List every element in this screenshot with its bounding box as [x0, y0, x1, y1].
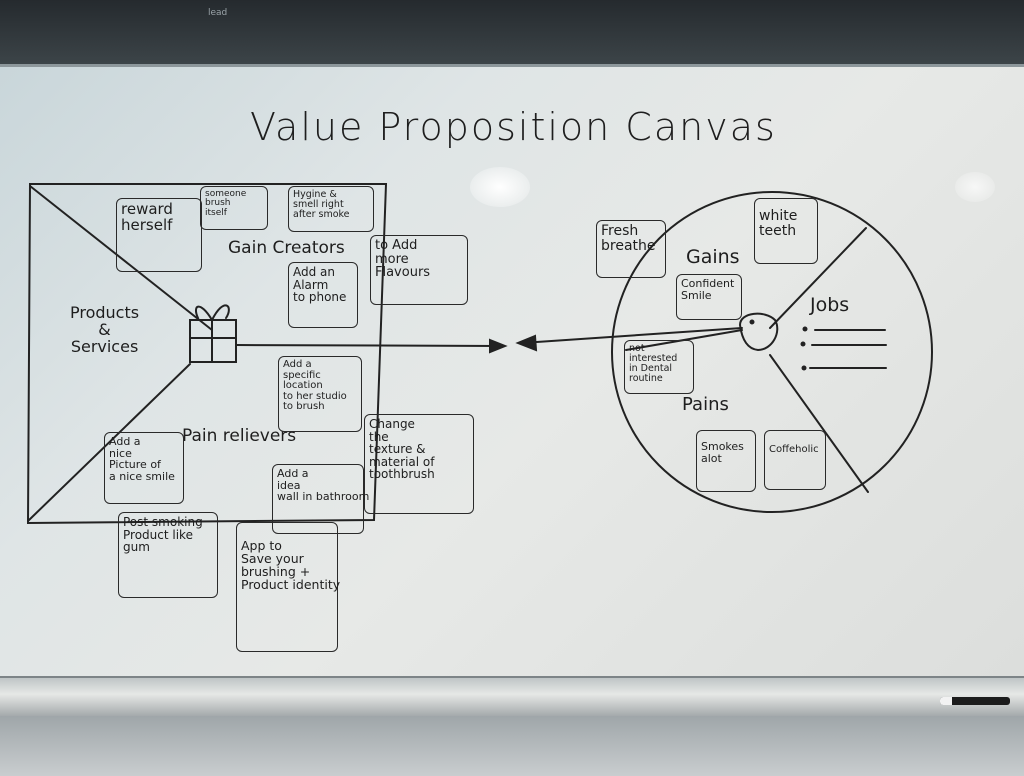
circle-divider-bottom: [769, 354, 869, 493]
note-not-interested: not interested in Dental routine: [624, 340, 694, 394]
customer-profile-circle: [611, 191, 933, 513]
face-icon: [738, 312, 779, 352]
label-pains: Pains: [682, 394, 729, 415]
arrow-left: [521, 327, 743, 344]
value-map-diagonal-bottom: [27, 363, 191, 522]
label-pain-relievers: Pain relievers: [182, 426, 297, 446]
note-change-texture: Change the texture & material of toothbr…: [364, 414, 474, 514]
note-add-flavours: to Add more Flavours: [370, 235, 468, 305]
marker-pen: [940, 697, 1010, 705]
note-hygiene-smell: Hygine & smell right after smoke: [288, 186, 374, 232]
light-glare: [955, 172, 995, 202]
marker-cap: [940, 697, 952, 705]
note-nice-picture: Add a nice Picture of a nice smile: [104, 432, 184, 504]
wall-below-board: [0, 716, 1024, 776]
light-glare: [470, 167, 530, 207]
wall-note: lead: [208, 8, 228, 18]
note-fresh-breathe: Fresh breathe: [596, 220, 666, 278]
label-jobs: Jobs: [810, 294, 850, 316]
note-someone-brush: someone brush itself: [200, 186, 268, 230]
arrow-right: [235, 344, 501, 347]
note-add-alarm: Add an Alarm to phone: [288, 262, 358, 328]
value-map-square: [26, 183, 388, 525]
whiteboard: [0, 64, 1024, 679]
note-coffeeholic: Coffeholic: [764, 430, 826, 490]
value-map-diagonal-top: [29, 185, 213, 331]
note-post-smoking: Post smoking Product like gum: [118, 512, 218, 598]
note-confident-smile: Confident Smile: [676, 274, 742, 320]
note-reward-herself: reward herself: [116, 198, 202, 272]
wall-above-board: lead: [0, 0, 1024, 64]
note-specific-location: Add a specific location to her studio to…: [278, 356, 362, 432]
note-white-teeth: white teeth: [754, 198, 818, 264]
label-gain-creators: Gain Creators: [228, 238, 345, 258]
marker-tray: [0, 676, 1024, 718]
circle-divider-top: [769, 227, 867, 329]
page-title: Value Proposition Canvas: [250, 105, 777, 149]
note-idea-wall: Add a idea wall in bathroom: [272, 464, 369, 534]
label-products-services: Products & Services: [70, 303, 140, 356]
note-app-brushing: App to Save your brushing + Product iden…: [236, 522, 340, 652]
note-smokes-alot: Smokes alot: [696, 430, 756, 492]
label-gains: Gains: [686, 246, 740, 268]
